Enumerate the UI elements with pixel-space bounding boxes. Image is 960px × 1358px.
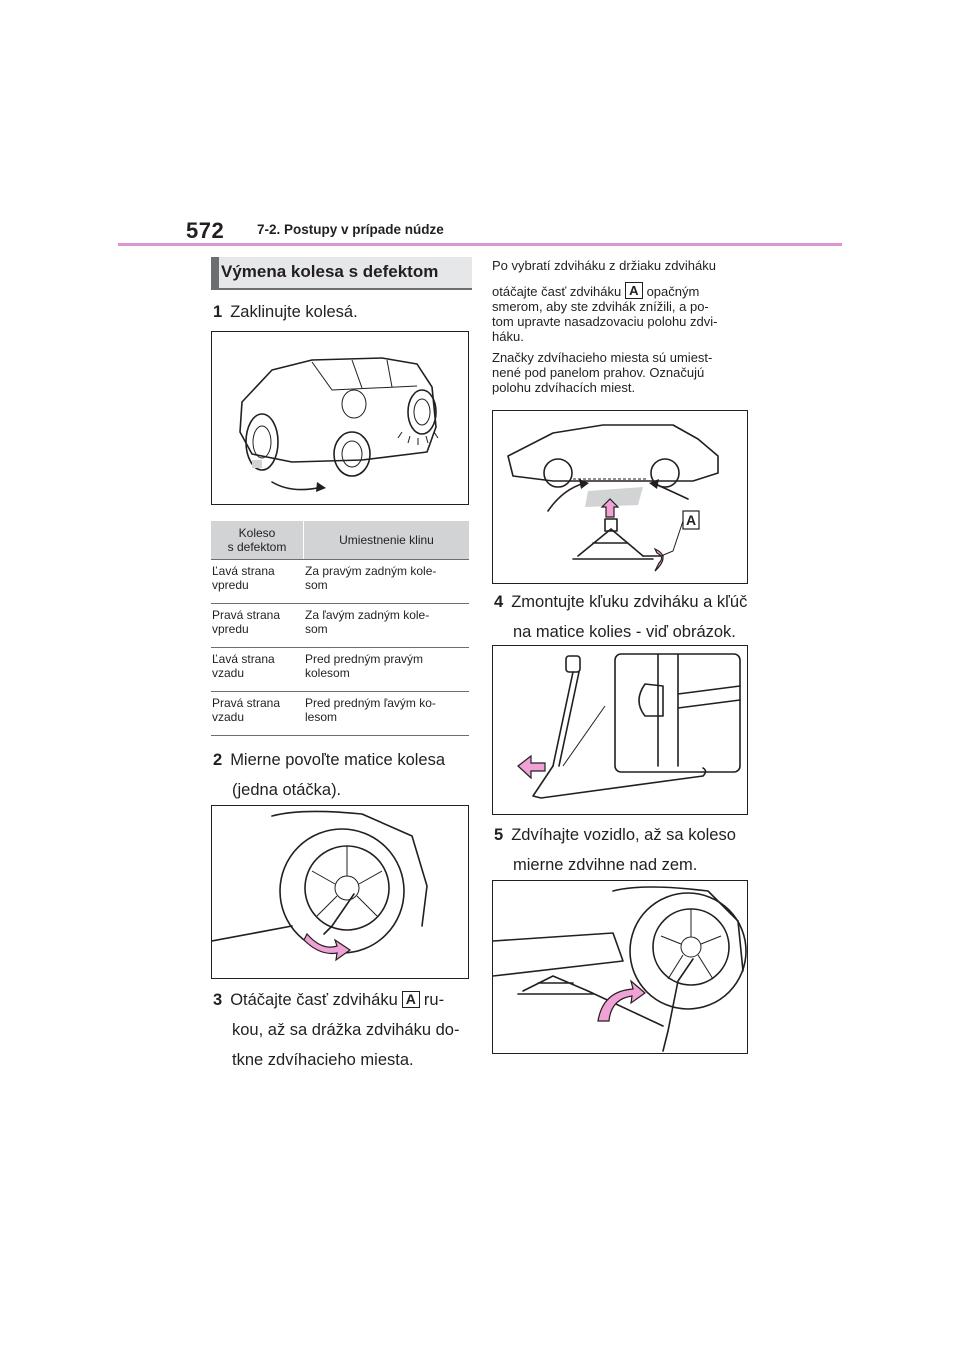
section-bar-underline	[211, 288, 472, 290]
table-header-cell: Koleso s defektom	[211, 521, 304, 560]
step-text: Zaklinujte kolesá.	[230, 303, 358, 321]
step-text: na matice kolies - viď obrázok.	[513, 623, 736, 641]
table-header-cell: Umiestnenie klinu	[303, 521, 469, 560]
step-text: kou, až sa drážka zdviháku do-	[232, 1021, 460, 1039]
table-cell: Pred predným pravým kolesom	[303, 647, 469, 692]
note-line: nené pod panelom prahov. Označujú	[492, 365, 705, 380]
chapter-title: 7-2. Postupy v prípade núdze	[257, 222, 444, 237]
step-text: Otáčajte časť zdviháku	[230, 991, 398, 1009]
note-line: tom upravte nasadzovaciu polohu zdvi-	[492, 314, 718, 329]
step-1: 1 Zaklinujte kolesá.	[213, 300, 358, 324]
table-cell: Ľavá strana vpredu	[211, 559, 304, 604]
table-cell: Pravá strana vpredu	[211, 603, 304, 648]
label-a-badge: A	[401, 991, 420, 1008]
table-row: Pravá strana vzadu Pred predným ľavým ko…	[211, 691, 469, 736]
figure-loosen-nuts	[211, 805, 469, 979]
section-title: Výmena kolesa s defektom	[221, 262, 439, 281]
step-text: tkne zdvíhacieho miesta.	[232, 1051, 414, 1069]
step-text: (jedna otáčka).	[232, 781, 342, 799]
table-row: Ľavá strana vpredu Za pravým zadným kole…	[211, 559, 469, 604]
step-text: Mierne povoľte matice kolesa	[230, 751, 446, 769]
step-4: 4 Zmontujte kľuku zdviháku a kľúč na mati…	[494, 590, 747, 644]
note-line: Značky zdvíhacieho miesta sú umiest-	[492, 350, 713, 365]
figure-wheel-chocks	[211, 331, 469, 505]
step-number: 5	[494, 826, 504, 844]
note-line: háku.	[492, 329, 524, 344]
figure-jack-points: A	[492, 410, 748, 584]
note-jack-removal: Po vybratí zdviháku z držiaku zdviháku o…	[492, 258, 748, 344]
table-cell: Pred predným ľavým ko- lesom	[303, 691, 469, 736]
note-line: smerom, aby ste zdvihák znížili, a po-	[492, 299, 709, 314]
section-bar	[211, 257, 472, 288]
step-text: ru-	[423, 991, 445, 1009]
label-a-badge: A	[625, 282, 643, 299]
table-cell: Za ľavým zadným kole- som	[303, 603, 469, 648]
step-text: Zmontujte kľuku zdviháku a kľúč	[511, 593, 748, 611]
note-line: polohu zdvíhacích miest.	[492, 380, 636, 395]
table-row: Pravá strana vpredu Za ľavým zadným kole…	[211, 603, 469, 648]
header-rule	[118, 243, 842, 246]
table-cell: Pravá strana vzadu	[211, 691, 304, 736]
table-cell: Za pravým zadným kole- som	[303, 559, 469, 604]
note-line: opačným	[646, 284, 700, 299]
step-2: 2 Mierne povoľte matice kolesa (jedna otá…	[213, 748, 445, 802]
figure-assemble-handle	[492, 645, 748, 815]
note-line: otáčajte časť zdviháku	[492, 284, 622, 299]
note-jack-points: Značky zdvíhacieho miesta sú umiest- nen…	[492, 350, 748, 395]
table-row: Ľavá strana vzadu Pred predným pravým ko…	[211, 647, 469, 692]
step-number: 2	[213, 751, 223, 769]
figure-raise-vehicle	[492, 880, 748, 1054]
figure-label-a: A	[686, 512, 696, 528]
wheel-chock-table: Koleso s defektom Umiestnenie klinu Ľavá…	[211, 521, 469, 736]
step-number: 1	[213, 303, 223, 321]
step-number: 4	[494, 593, 504, 611]
step-5: 5 Zdvíhajte vozidlo, až sa koleso mierne …	[494, 823, 736, 877]
step-text: mierne zdvihne nad zem.	[513, 856, 698, 874]
step-text: Zdvíhajte vozidlo, až sa koleso	[511, 826, 736, 844]
step-number: 3	[213, 991, 223, 1009]
page-number: 572	[186, 218, 225, 243]
table-cell: Ľavá strana vzadu	[211, 647, 304, 692]
note-line: Po vybratí zdviháku z držiaku zdviháku	[492, 258, 716, 273]
